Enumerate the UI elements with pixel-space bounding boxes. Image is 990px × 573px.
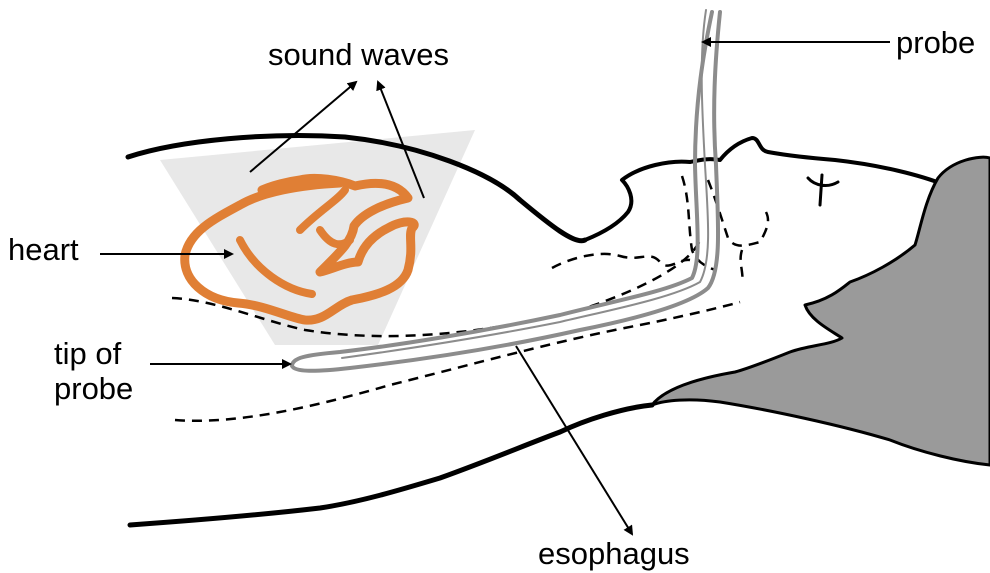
tip-of-probe-label-line2: probe bbox=[54, 371, 133, 406]
face-profile bbox=[585, 138, 945, 240]
sound-wave-cone bbox=[160, 130, 475, 345]
sound-waves-label: sound waves bbox=[268, 37, 449, 72]
esophagus-label: esophagus bbox=[538, 536, 690, 571]
eye bbox=[808, 175, 838, 205]
back-outline bbox=[130, 405, 652, 525]
tip-of-probe-label-line1: tip of bbox=[54, 336, 121, 371]
probe-label: probe bbox=[896, 25, 975, 60]
throat-contour-1 bbox=[552, 254, 690, 268]
heart-label: heart bbox=[8, 232, 79, 267]
throat-contour-4 bbox=[741, 250, 743, 282]
